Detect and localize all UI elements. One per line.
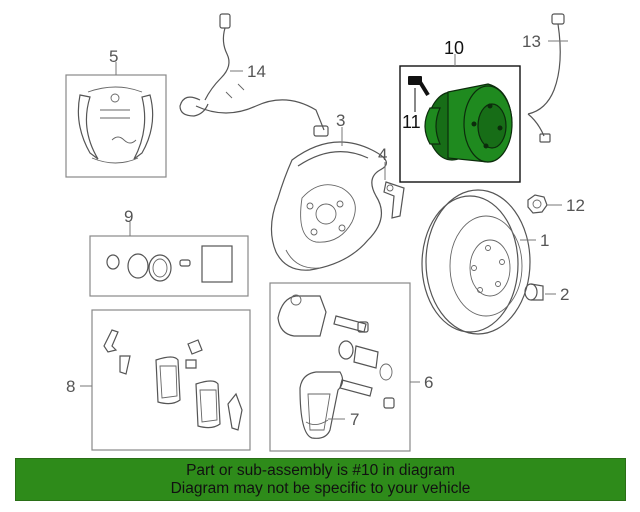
part-9-caliper-seal-kit[interactable] bbox=[89, 235, 249, 297]
callout-3[interactable]: 3 bbox=[336, 111, 345, 130]
callout-8[interactable]: 8 bbox=[66, 377, 75, 396]
banner-line-1: Part or sub-assembly is #10 in diagram bbox=[186, 461, 455, 479]
callout-11[interactable]: 11 bbox=[402, 112, 421, 132]
callout-5[interactable]: 5 bbox=[109, 47, 118, 66]
callout-13[interactable]: 13 bbox=[522, 32, 541, 51]
part-7-caliper-bracket[interactable] bbox=[299, 371, 344, 439]
part-3-backing-plate[interactable] bbox=[270, 141, 387, 271]
part-4-brake-bracket[interactable] bbox=[383, 181, 405, 219]
info-banner: Part or sub-assembly is #10 in diagram D… bbox=[15, 458, 626, 501]
callout-4[interactable]: 4 bbox=[378, 145, 387, 164]
part-1-brake-rotor[interactable] bbox=[421, 189, 531, 335]
callout-10[interactable]: 10 bbox=[444, 38, 464, 58]
callout-2[interactable]: 2 bbox=[560, 285, 569, 304]
part-6-caliper-assembly[interactable] bbox=[269, 282, 411, 452]
part-10-frame bbox=[399, 65, 521, 183]
part-14-abs-speed-sensor[interactable] bbox=[179, 13, 329, 137]
part-10-hub-bearing[interactable] bbox=[424, 83, 513, 163]
callout-6[interactable]: 6 bbox=[424, 373, 433, 392]
callout-1[interactable]: 1 bbox=[540, 231, 549, 250]
callout-9[interactable]: 9 bbox=[124, 207, 133, 226]
part-8-brake-pad-set[interactable] bbox=[91, 309, 251, 451]
callout-12[interactable]: 12 bbox=[566, 196, 585, 215]
banner-line-2: Diagram may not be specific to your vehi… bbox=[170, 479, 471, 497]
part-5-parking-brake-shoes[interactable] bbox=[65, 74, 167, 178]
part-12-hub-nut[interactable] bbox=[527, 194, 548, 214]
part-2-wheel-nut[interactable] bbox=[524, 283, 544, 301]
part-11-hub-bolt[interactable] bbox=[408, 76, 430, 97]
part-13-abs-speed-sensor[interactable] bbox=[527, 13, 565, 143]
callout-14[interactable]: 14 bbox=[247, 62, 266, 81]
callout-7[interactable]: 7 bbox=[350, 410, 359, 429]
